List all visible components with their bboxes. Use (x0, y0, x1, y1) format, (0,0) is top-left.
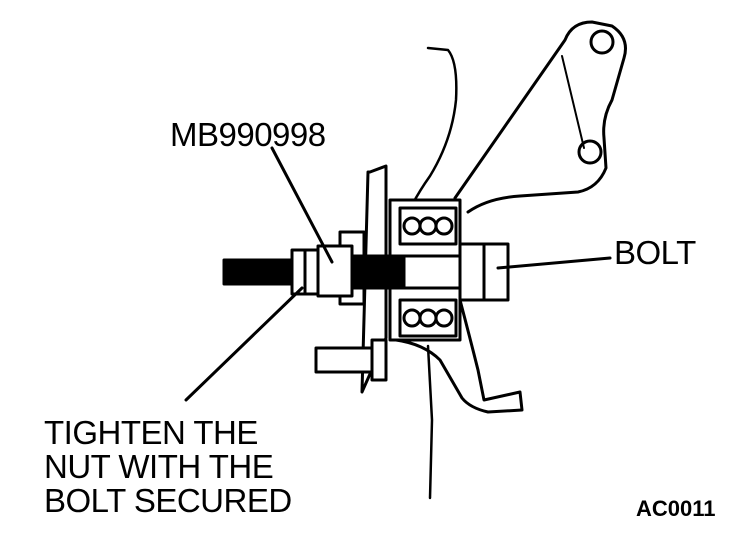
knuckle-lower-hole (577, 139, 603, 165)
wheel-stud (222, 258, 294, 286)
instruction-line-2: NUT WITH THE (44, 448, 274, 485)
bolt-label: BOLT (614, 234, 696, 271)
instruction-line-3: BOLT SECURED (44, 482, 292, 519)
knuckle-rib (561, 55, 585, 149)
upper-ball-3 (434, 216, 454, 236)
lower-wire (426, 344, 434, 500)
tool-body (316, 244, 354, 298)
tool-label: MB990998 (170, 116, 326, 153)
figure-code: AC0011 (636, 496, 716, 521)
lower-bolt (314, 346, 374, 374)
threaded-shaft (350, 254, 406, 290)
lower-bolt-head (370, 338, 388, 382)
instruction-line-1: TIGHTEN THE (44, 414, 258, 451)
lower-bearing-race (398, 298, 458, 338)
upper-bearing-race (398, 206, 458, 246)
tool-leader (270, 146, 334, 264)
shaft-plain (402, 254, 462, 290)
knuckle-lower-arm (394, 298, 524, 414)
knuckle-upper-arm (453, 20, 627, 214)
nut-leader (184, 286, 304, 402)
bolt-leader (496, 256, 612, 270)
brake-wire (410, 46, 458, 207)
lower-ball-3 (434, 308, 454, 328)
knuckle-upper-hole (589, 29, 615, 55)
